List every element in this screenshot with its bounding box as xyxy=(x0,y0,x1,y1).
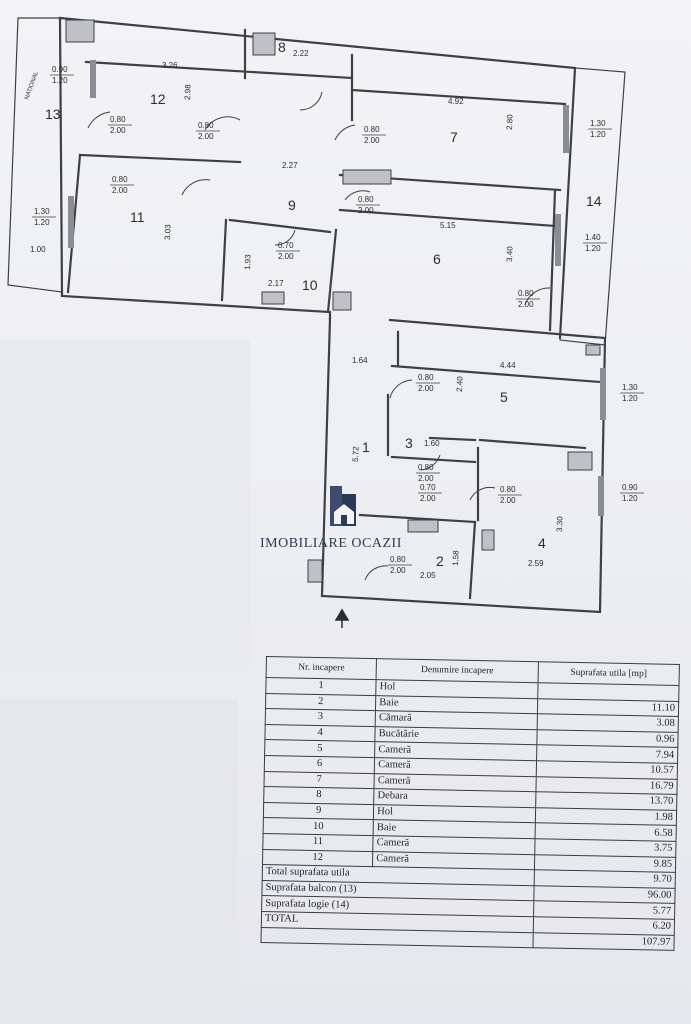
dimension-label: 1.00 xyxy=(30,245,46,254)
room-number: 13 xyxy=(45,106,61,122)
dimension-label: 1.58 xyxy=(451,550,461,566)
opening-height: 2.00 xyxy=(110,126,126,135)
dimension-label: 2.27 xyxy=(282,161,298,170)
floor-plan: 1 2 3 4 5 6 7 8 9 10 11 12 13 14 3.26 2.… xyxy=(7,16,644,628)
dimension-label: 1.64 xyxy=(352,356,368,365)
opening-width: 0.80 xyxy=(358,195,374,204)
dimension-label: 1.60 xyxy=(424,439,440,448)
opening-width: 1.30 xyxy=(622,383,638,392)
dimension-label: 2.98 xyxy=(183,84,193,100)
dimension-label: 5.72 xyxy=(351,446,361,462)
openings-group: 0.90 1.20 0.80 2.00 0.80 2.00 0.80 2.00 1.30 1.20… xyxy=(32,65,644,575)
room-number: 4 xyxy=(538,535,546,551)
opening-height: 2.00 xyxy=(364,136,380,145)
dimension-label: 4.92 xyxy=(448,97,464,106)
opening-height: 2.00 xyxy=(418,474,434,483)
dimension-label: 4.44 xyxy=(500,361,516,370)
area-table: Nr. incapere Denumire incapere Suprafata… xyxy=(260,656,680,951)
opening-width: 0.80 xyxy=(518,289,534,298)
opening-height: 2.00 xyxy=(418,384,434,393)
table-header: Suprafata utila [mp] xyxy=(537,661,680,686)
room-area-table: Nr. incapere Denumire incapere Suprafata… xyxy=(260,656,680,962)
dimension-label: 2.80 xyxy=(505,114,515,130)
opening-height: 1.20 xyxy=(622,394,638,403)
opening-width: 0.80 xyxy=(418,463,434,472)
opening-height: 2.00 xyxy=(420,494,436,503)
dimension-label: 2.22 xyxy=(293,49,309,58)
dimension-label: 5.15 xyxy=(440,221,456,230)
opening-width: 0.70 xyxy=(278,241,294,250)
dimension-label: 2.40 xyxy=(455,376,465,392)
room-number: 2 xyxy=(436,553,444,569)
opening-width: 0.90 xyxy=(622,483,638,492)
opening-width: 0.90 xyxy=(52,65,68,74)
room-number: 7 xyxy=(450,129,458,145)
opening-height: 2.00 xyxy=(198,132,214,141)
opening-height: 2.00 xyxy=(390,566,406,575)
opening-height: 1.20 xyxy=(622,494,638,503)
room-number: 9 xyxy=(288,197,296,213)
room-number: 11 xyxy=(130,209,145,225)
watermark-logo-icon xyxy=(330,486,356,526)
room-number: 12 xyxy=(150,91,166,107)
opening-width: 0.80 xyxy=(418,373,434,382)
dimension-label: 3.30 xyxy=(555,516,565,532)
opening-width: 0.80 xyxy=(198,121,214,130)
opening-width: 0.80 xyxy=(500,485,516,494)
redacted-area xyxy=(0,700,238,1024)
dimension-label: 3.26 xyxy=(162,61,178,70)
opening-width: 0.80 xyxy=(110,115,126,124)
room-number: 10 xyxy=(302,277,318,293)
opening-width: 0.70 xyxy=(420,483,436,492)
dimension-label: 1.93 xyxy=(243,254,253,270)
opening-height: 2.00 xyxy=(358,206,374,215)
watermark-text: IMOBILIARE OCAZII xyxy=(260,536,402,551)
opening-height: 1.20 xyxy=(585,244,601,253)
opening-width: 1.30 xyxy=(34,207,50,216)
room-number: 1 xyxy=(362,439,370,455)
table-header: Nr. incapere xyxy=(266,656,377,680)
total-area: 107.97 xyxy=(532,932,675,951)
opening-height: 1.20 xyxy=(52,76,68,85)
opening-width: 0.80 xyxy=(364,125,380,134)
room-number: 5 xyxy=(500,389,508,405)
room-number: 3 xyxy=(405,435,413,451)
room-number: 14 xyxy=(586,193,602,209)
opening-width: 0.80 xyxy=(112,175,128,184)
dimension-label: 2.59 xyxy=(528,559,544,568)
room-number: 8 xyxy=(278,39,286,55)
opening-height: 1.20 xyxy=(34,218,50,227)
street-label: NATIONAL xyxy=(24,70,40,100)
opening-height: 2.00 xyxy=(112,186,128,195)
opening-width: 0.80 xyxy=(390,555,406,564)
opening-height: 2.00 xyxy=(278,252,294,261)
dimension-label: 2.05 xyxy=(420,571,436,580)
opening-width: 1.40 xyxy=(585,233,601,242)
dimension-label: 3.40 xyxy=(505,246,515,262)
opening-height: 2.00 xyxy=(500,496,516,505)
dimension-label: 3.03 xyxy=(163,224,173,240)
dimension-label: 2.17 xyxy=(268,279,284,288)
opening-height: 2.00 xyxy=(518,300,534,309)
redacted-area xyxy=(0,340,250,670)
room-number: 6 xyxy=(433,251,441,267)
opening-width: 1.30 xyxy=(590,119,606,128)
opening-height: 1.20 xyxy=(590,130,606,139)
